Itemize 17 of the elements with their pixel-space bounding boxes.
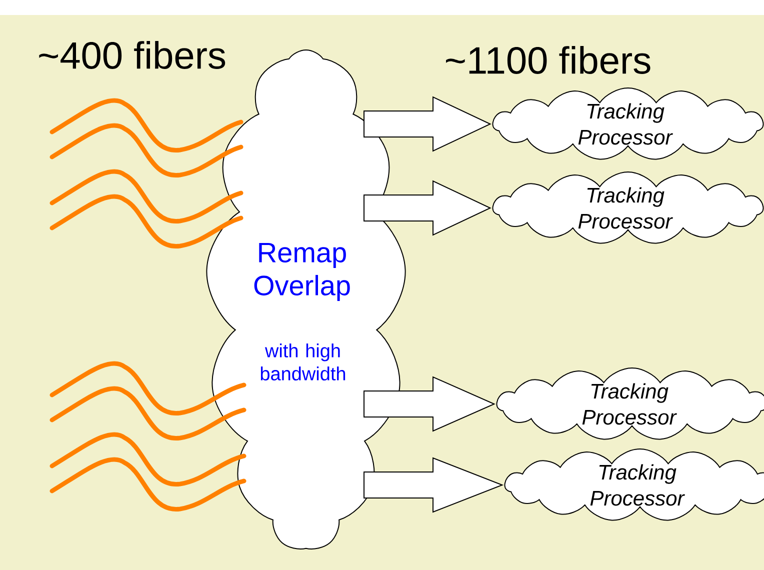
fiber-line <box>50 457 246 512</box>
cloud: Tracking Processor <box>496 368 764 440</box>
cloud: Tracking Processor <box>492 172 764 244</box>
fiber-line <box>50 386 246 440</box>
fiber-line <box>50 361 246 416</box>
cloud: Tracking Processor <box>492 88 764 160</box>
block-arrow <box>364 180 492 236</box>
fiber-line <box>50 123 244 178</box>
fiber-line <box>50 98 244 152</box>
block-arrow <box>364 376 496 432</box>
heading-label: ~1100 fibers <box>446 46 650 74</box>
fiber-line <box>50 432 246 486</box>
fiber-line <box>50 169 244 224</box>
fiber-line <box>50 194 244 248</box>
block-arrow <box>364 457 504 513</box>
block-arrow <box>364 96 492 152</box>
cloud: Tracking Processor <box>504 448 764 521</box>
